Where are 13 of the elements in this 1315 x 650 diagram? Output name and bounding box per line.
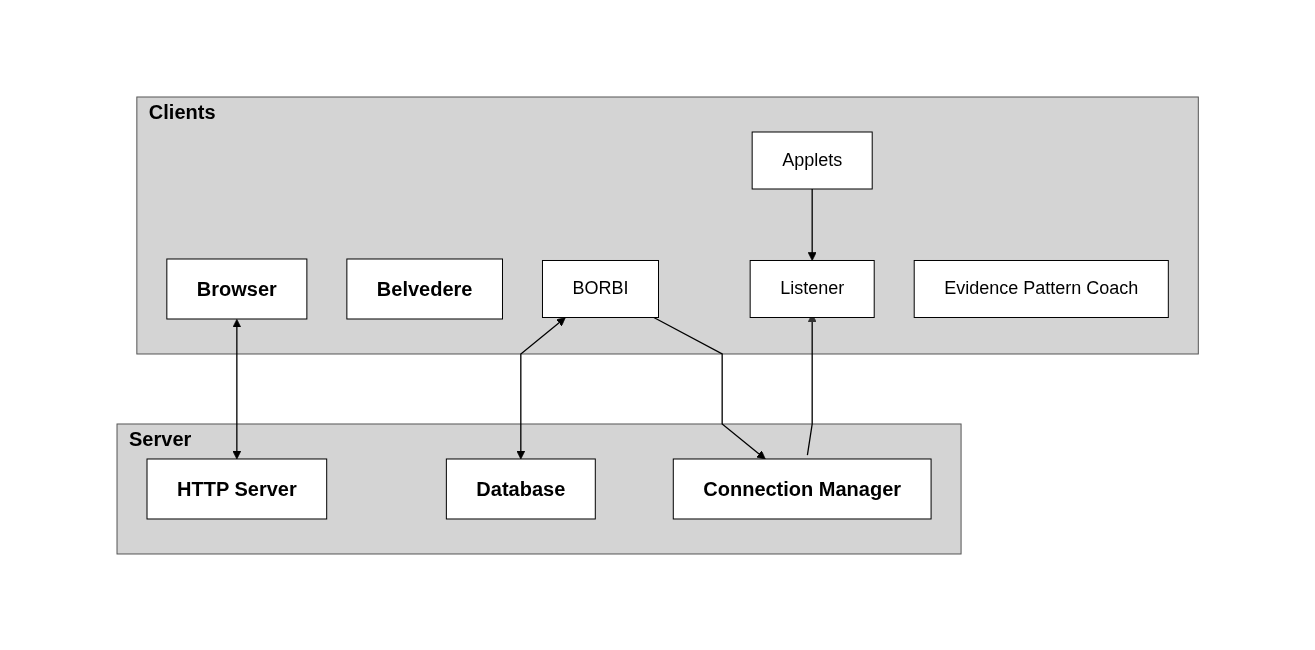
node-box: Connection Manager <box>672 458 932 519</box>
arrow <box>807 187 817 261</box>
node-box: BORBI <box>541 259 659 318</box>
node-box: Database <box>445 458 596 519</box>
arrow <box>232 318 242 459</box>
node-box: HTTP Server <box>146 458 327 519</box>
node-box: Evidence Pattern Coach <box>913 259 1169 318</box>
node-box: Applets <box>751 131 873 189</box>
node-box: Belvedere <box>346 258 503 319</box>
node-box: Listener <box>749 259 875 318</box>
arrow <box>653 316 766 459</box>
arrow <box>516 316 566 459</box>
node-box: Browser <box>166 258 308 319</box>
